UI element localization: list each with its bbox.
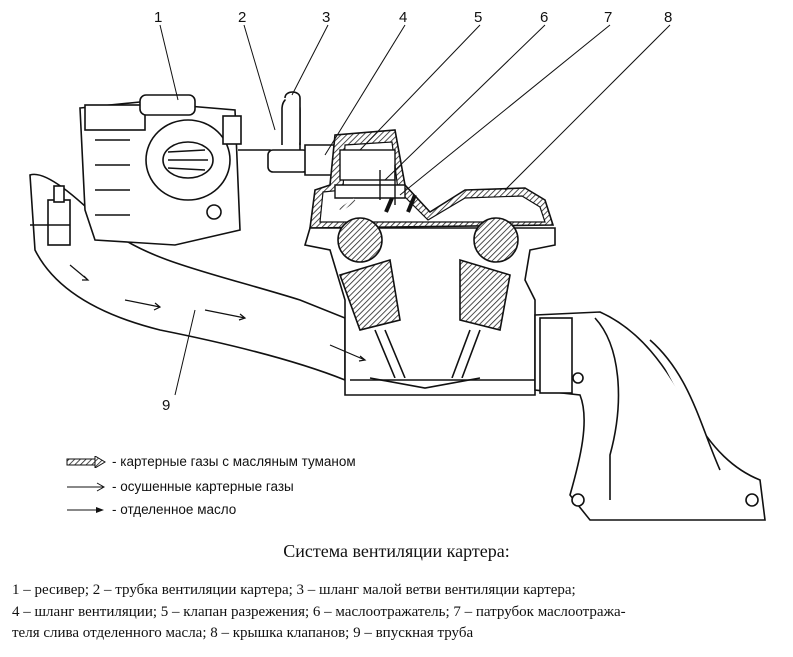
callout-1: 1 [154,9,162,26]
legend-item-separated-oil: - отделенное масло [66,502,236,517]
description-line-2: 4 – шланг вентиляции; 5 – клапан разреже… [12,603,626,620]
description-line-1: 1 – ресивер; 2 – трубка вентиляции карте… [12,582,576,598]
crankcase-ventilation-diagram: 1 2 3 4 5 6 7 8 9 [29,9,766,521]
small-branch-hose [238,91,309,173]
intake-manifold [534,311,766,521]
legend-item-oil-mist: - картерные газы с масляным туманом [66,454,356,469]
thin-open-arrow-icon [66,481,106,493]
legend-label-oil-mist: - картерные газы с масляным туманом [112,454,356,469]
cylinder-head [303,217,556,396]
callout-2: 2 [238,9,246,26]
figure-caption: Система вентиляции картера: [283,541,510,561]
callout-3: 3 [322,9,330,26]
legend-item-dried-gases: - осушенные картерные газы [66,479,294,494]
callout-6: 6 [540,9,548,26]
flow-arrows [69,194,417,362]
thick-hatched-arrow-icon [66,454,106,469]
callout-8: 8 [664,9,672,26]
vacuum-valve-separator [334,149,406,205]
leader-lines [159,24,671,396]
callout-5: 5 [474,9,482,26]
callout-7: 7 [604,9,612,26]
legend-label-separated-oil: - отделенное масло [112,502,237,517]
description-line-3: теля слива отделенного масла; 8 – крышка… [12,625,474,641]
callout-9: 9 [162,397,170,414]
parts-description: 1 – ресивер; 2 – трубка вентиляции карте… [12,580,777,645]
dash-solid-arrow-icon [66,504,106,516]
legend-label-dried-gases: - осушенные картерные газы [112,479,294,494]
receiver-throttle [79,94,242,246]
callout-4: 4 [399,9,407,26]
